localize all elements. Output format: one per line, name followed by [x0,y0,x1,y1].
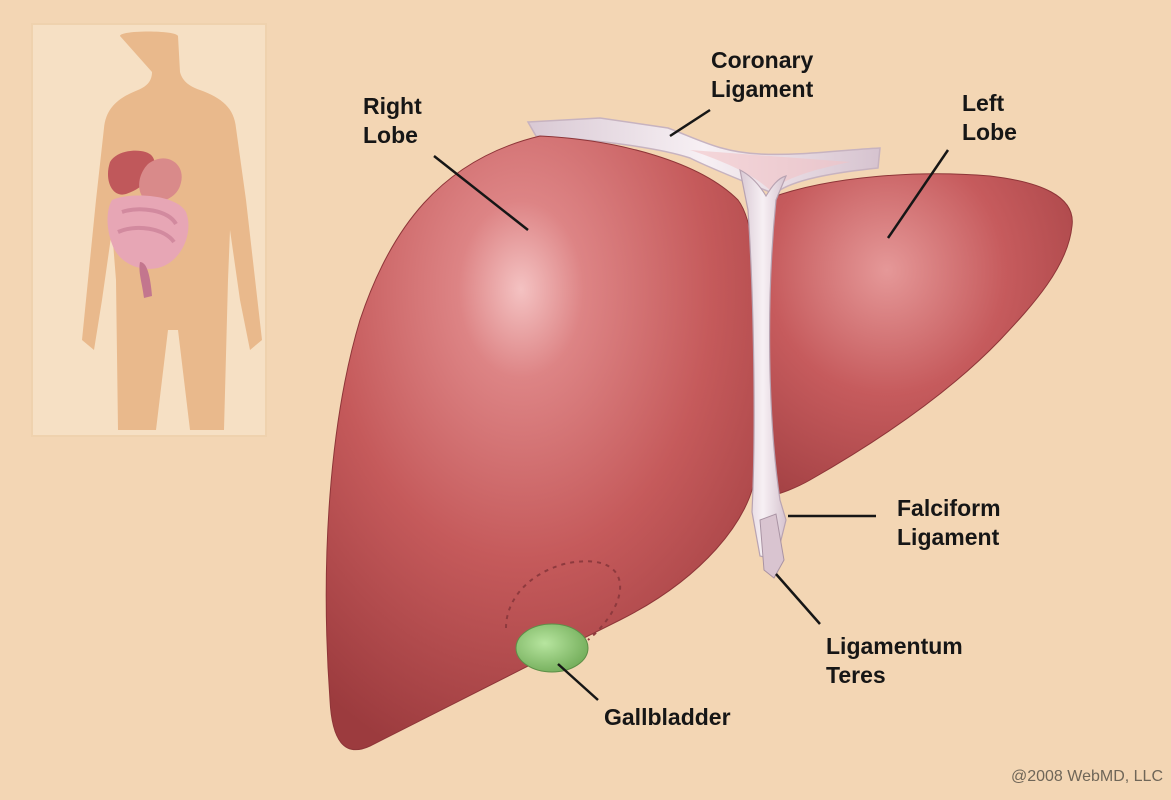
gallbladder-shape [516,624,588,672]
label-right-lobe: Right Lobe [363,92,422,150]
body-location-inset [32,24,266,436]
label-falciform-ligament: Falciform Ligament [897,494,1001,552]
left-lobe-shape [763,174,1072,496]
leader-line-coronary-ligament [670,110,710,136]
copyright-notice: @2008 WebMD, LLC [1011,768,1163,786]
label-coronary-ligament: Coronary Ligament [711,46,813,104]
label-ligamentum-teres: Ligamentum Teres [826,632,963,690]
label-left-lobe: Left Lobe [962,89,1017,147]
leader-line-gallbladder [558,664,598,700]
leader-line-ligamentum-teres [776,574,820,624]
label-gallbladder: Gallbladder [604,703,731,732]
